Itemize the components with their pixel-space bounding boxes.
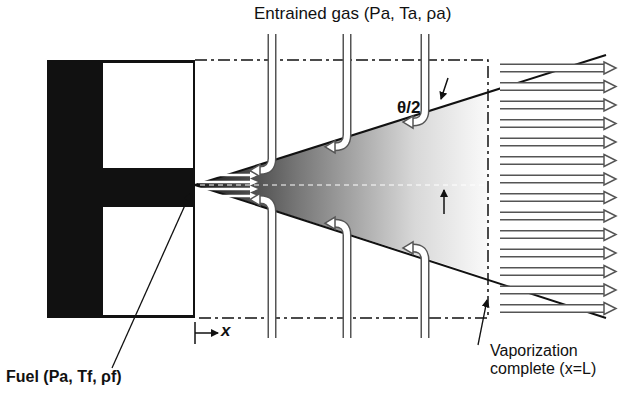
diagram-label: θ/2 xyxy=(397,99,420,118)
diagram-label: Fuel (Pa, Tf, ρf) xyxy=(6,368,122,386)
diagram-label: Entrained gas (Pa, Ta, ρa) xyxy=(254,5,451,24)
control-volume xyxy=(195,60,488,318)
injector-body xyxy=(47,60,102,318)
diagram-label: x xyxy=(221,322,230,341)
spray-cone xyxy=(195,92,488,278)
diagram-label: Vaporization complete (x=L) xyxy=(490,342,615,377)
